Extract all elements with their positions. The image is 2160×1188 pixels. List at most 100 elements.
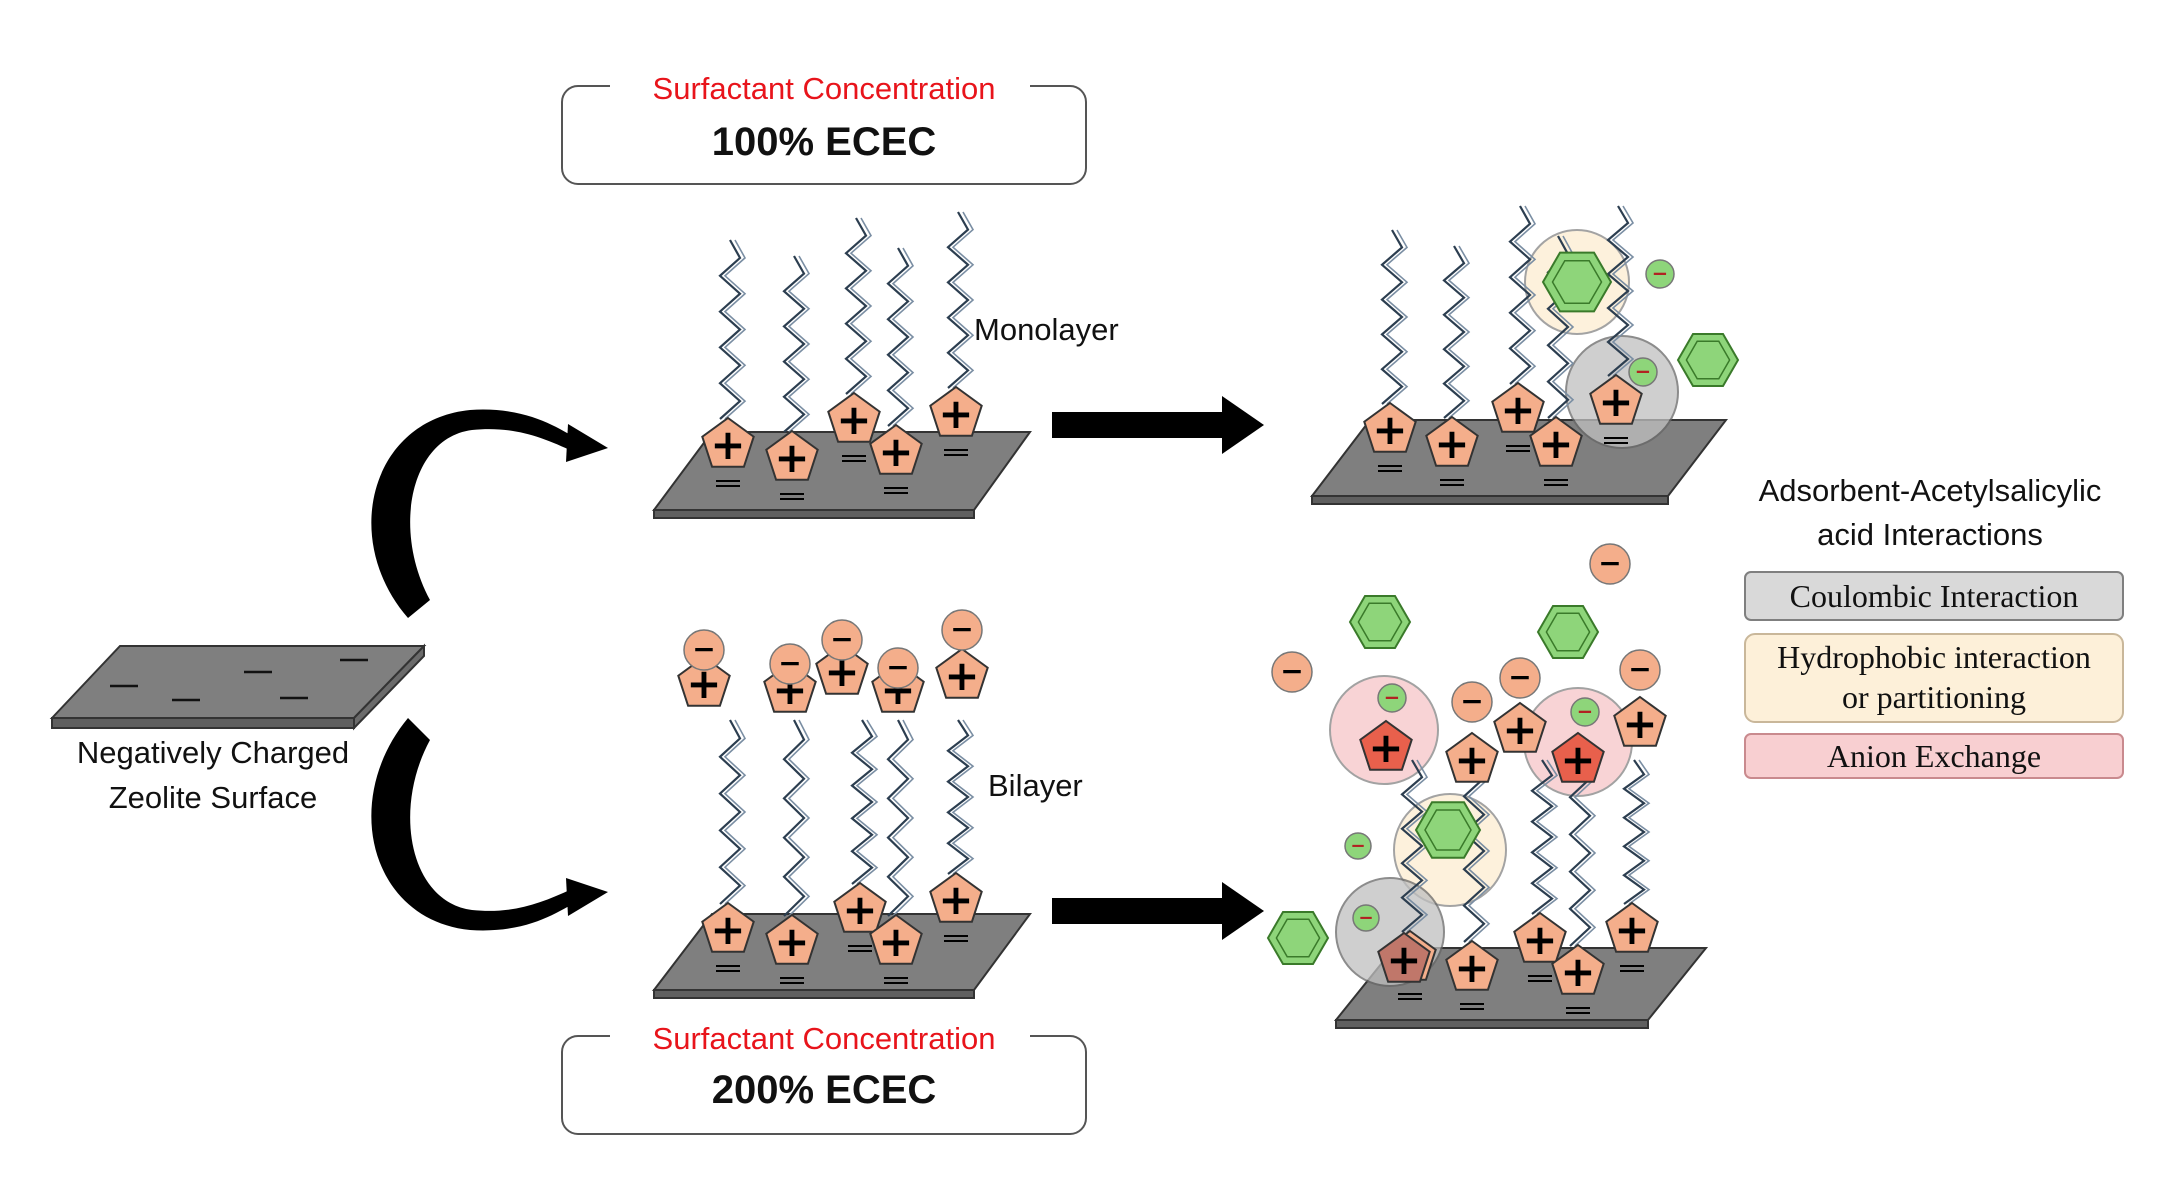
legend-label-hydrophobic-line2: or partitioning — [1842, 679, 2026, 715]
anion: − — [1628, 357, 1658, 387]
head-pentagon — [1529, 415, 1583, 467]
alkyl-tail — [850, 719, 874, 885]
anion: − — [683, 629, 725, 671]
head-pentagon — [1425, 415, 1479, 467]
plus-sign: + — [1560, 947, 1595, 996]
head-pentagon — [833, 881, 887, 933]
plus-sign: + — [1454, 735, 1489, 784]
minus-sign: − — [1350, 835, 1365, 856]
cationic-head: + — [1551, 943, 1605, 996]
monolayer-label: Monolayer — [974, 312, 1119, 347]
plus-sign: + — [1522, 915, 1557, 964]
cationic-head: + — [765, 429, 819, 482]
cationic-head: + — [929, 871, 983, 924]
anion-circle — [1619, 649, 1661, 691]
head-pentagon — [1363, 401, 1417, 453]
head-pentagon — [1491, 381, 1545, 433]
concentration-value-top: 100% ECEC — [712, 120, 937, 164]
alkyl-tail — [1606, 205, 1630, 377]
minus-sign: − — [1384, 686, 1400, 709]
head-pentagon — [1551, 943, 1605, 995]
anion-circle — [1344, 832, 1372, 860]
alkyl-tail — [782, 719, 806, 917]
ring-inner — [1424, 809, 1472, 851]
anion: − — [1352, 904, 1380, 932]
alkyl-tail — [1462, 759, 1486, 943]
minus-sign: − — [1635, 360, 1651, 383]
head-pentagon — [815, 643, 869, 695]
alkyl-tail — [951, 211, 975, 389]
cationic-head: + — [1613, 695, 1667, 748]
anion: − — [1645, 259, 1675, 289]
anion: − — [877, 647, 919, 689]
anion-circle — [941, 609, 983, 651]
anion-circle — [1645, 259, 1675, 289]
cationic-head: + — [1551, 731, 1605, 784]
alkyl-tail — [1467, 759, 1491, 943]
ring-inner — [1357, 602, 1403, 642]
head-pentagon — [1551, 731, 1605, 783]
alkyl-tail — [951, 719, 975, 875]
alkyl-tail — [1627, 759, 1651, 905]
cationic-head: + — [1513, 911, 1567, 964]
head-pentagon — [1445, 731, 1499, 783]
alkyl-tail — [849, 217, 873, 395]
cationic-head: + — [869, 423, 923, 476]
legend-label-anion: Anion Exchange — [1827, 738, 2041, 774]
alkyl-tail — [718, 719, 742, 905]
ring — [1266, 911, 1330, 965]
minus-sign: − — [886, 650, 909, 683]
anion: − — [1589, 543, 1631, 585]
plus-sign: + — [774, 433, 809, 482]
anion-circle — [1377, 683, 1407, 713]
plus-sign: + — [842, 885, 877, 934]
plus-sign: + — [774, 917, 809, 966]
alkyl-tail — [886, 719, 910, 917]
cationic-head: + — [1445, 939, 1499, 992]
anion-circle — [1451, 681, 1493, 723]
head-pentagon — [827, 391, 881, 443]
alkyl-tail — [1611, 205, 1635, 377]
head-pentagon — [1493, 701, 1547, 753]
ring — [1541, 251, 1613, 313]
alkyl-tail — [855, 719, 879, 885]
anion-circle — [769, 643, 811, 685]
cationic-head: + — [929, 385, 983, 438]
alkyl-tail — [787, 719, 811, 917]
anion: − — [1377, 683, 1407, 713]
surface-label-line2: Zeolite Surface — [109, 780, 318, 815]
head-pentagon — [1445, 939, 1499, 991]
head-pentagon — [1359, 719, 1413, 771]
alkyl-tail — [1513, 205, 1537, 385]
alkyl-tail — [891, 719, 915, 917]
anion: − — [769, 643, 811, 685]
alkyl-tail — [1622, 759, 1646, 905]
head-pentagon — [869, 913, 923, 965]
cationic-head: + — [833, 881, 887, 934]
curved-arrow-up — [371, 409, 608, 618]
alkyl-tail — [946, 211, 970, 389]
anion-circle — [683, 629, 725, 671]
minus-sign: − — [1508, 660, 1531, 693]
minus-sign: − — [692, 632, 715, 665]
alkyl-tail — [1447, 245, 1471, 419]
plus-sign: + — [1500, 385, 1535, 434]
cationic-head: + — [935, 647, 989, 700]
plus-sign: + — [1368, 723, 1403, 772]
cationic-head: + — [1605, 901, 1659, 954]
head-pentagon — [1513, 911, 1567, 963]
plus-sign: + — [710, 905, 745, 954]
benzene-ring — [1536, 605, 1600, 659]
alkyl-tail — [1535, 759, 1559, 915]
cationic-head: + — [1529, 415, 1583, 468]
straight-arrow-bottom — [1052, 882, 1264, 940]
head-pentagon — [935, 647, 989, 699]
alkyl-tail — [1568, 759, 1592, 947]
minus-sign: − — [1628, 652, 1651, 685]
alkyl-tail — [718, 239, 742, 420]
surface-label-line1: Negatively Charged — [77, 735, 349, 770]
benzene-ring — [1414, 801, 1482, 859]
ring-inner — [1545, 612, 1591, 652]
minus-sign: − — [1358, 907, 1373, 928]
legend-label-coulombic: Coulombic Interaction — [1790, 578, 2079, 614]
